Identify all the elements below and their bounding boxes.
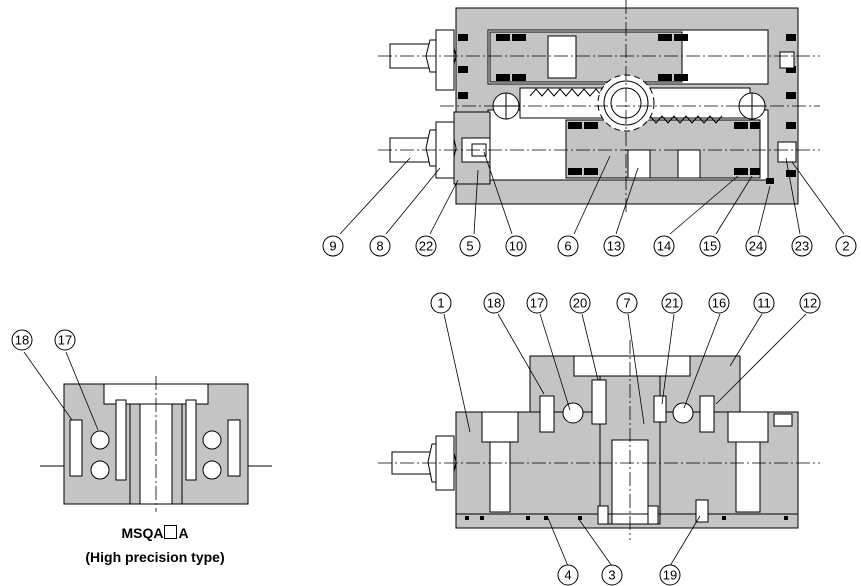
svg-text:12: 12 [803, 296, 817, 311]
callout-15: 15 [699, 235, 721, 257]
callout-2: 2 [835, 235, 857, 257]
svg-text:20: 20 [573, 296, 587, 311]
svg-text:5: 5 [466, 239, 473, 254]
svg-text:24: 24 [749, 239, 763, 254]
callout-14: 14 [653, 235, 675, 257]
high-precision-view [40, 376, 272, 512]
top-view-section [378, 0, 820, 212]
callout-20: 20 [569, 292, 591, 314]
lower-piston [565, 119, 761, 179]
callout-24: 24 [745, 235, 767, 257]
svg-text:11: 11 [757, 296, 771, 311]
callout-23: 23 [791, 235, 813, 257]
svg-text:17: 17 [58, 333, 72, 348]
callout-10: 10 [505, 235, 527, 257]
callout-13: 13 [603, 235, 625, 257]
callouts: 9 8 22 5 10 6 13 14 15 24 23 2 1 18 17 2… [11, 235, 857, 586]
callout-18: 18 [483, 292, 505, 314]
svg-text:18: 18 [487, 296, 501, 311]
svg-text:8: 8 [376, 239, 383, 254]
callout-21: 21 [661, 292, 683, 314]
callout-left-17: 17 [54, 329, 76, 351]
callout-6: 6 [557, 235, 579, 257]
svg-text:21: 21 [665, 296, 679, 311]
placeholder-box-icon [164, 525, 178, 539]
pinion-gear [597, 74, 655, 132]
svg-text:9: 9 [329, 239, 336, 254]
svg-text:19: 19 [663, 568, 677, 583]
callout-19: 19 [659, 564, 681, 586]
svg-text:1: 1 [437, 296, 444, 311]
callout-12: 12 [799, 292, 821, 314]
svg-text:13: 13 [607, 239, 621, 254]
svg-text:2: 2 [842, 239, 849, 254]
svg-text:7: 7 [623, 296, 630, 311]
svg-text:10: 10 [509, 239, 523, 254]
svg-text:14: 14 [657, 239, 671, 254]
svg-text:6: 6 [564, 239, 571, 254]
callout-9: 9 [322, 235, 344, 257]
svg-text:16: 16 [712, 296, 726, 311]
model-suffix: A [178, 525, 189, 541]
callout-16: 16 [708, 292, 730, 314]
callout-8: 8 [369, 235, 391, 257]
svg-text:23: 23 [795, 239, 809, 254]
model-prefix: MSQA [121, 525, 164, 541]
callout-3: 3 [601, 564, 623, 586]
model-caption: MSQA A [30, 524, 280, 542]
callout-22: 22 [415, 235, 437, 257]
callout-11: 11 [753, 292, 775, 314]
svg-text:3: 3 [608, 568, 615, 583]
callout-7: 7 [616, 292, 638, 314]
svg-text:17: 17 [530, 296, 544, 311]
callout-5: 5 [459, 235, 481, 257]
callout-left-18: 18 [11, 329, 33, 351]
type-note: (High precision type) [85, 549, 225, 565]
svg-text:4: 4 [564, 568, 571, 583]
svg-text:18: 18 [15, 333, 29, 348]
leader-lines [23, 151, 845, 567]
side-section-view [378, 340, 820, 540]
svg-text:15: 15 [703, 239, 717, 254]
callout-17: 17 [526, 292, 548, 314]
callout-4: 4 [557, 564, 579, 586]
svg-text:22: 22 [419, 239, 433, 254]
callout-1: 1 [430, 292, 452, 314]
